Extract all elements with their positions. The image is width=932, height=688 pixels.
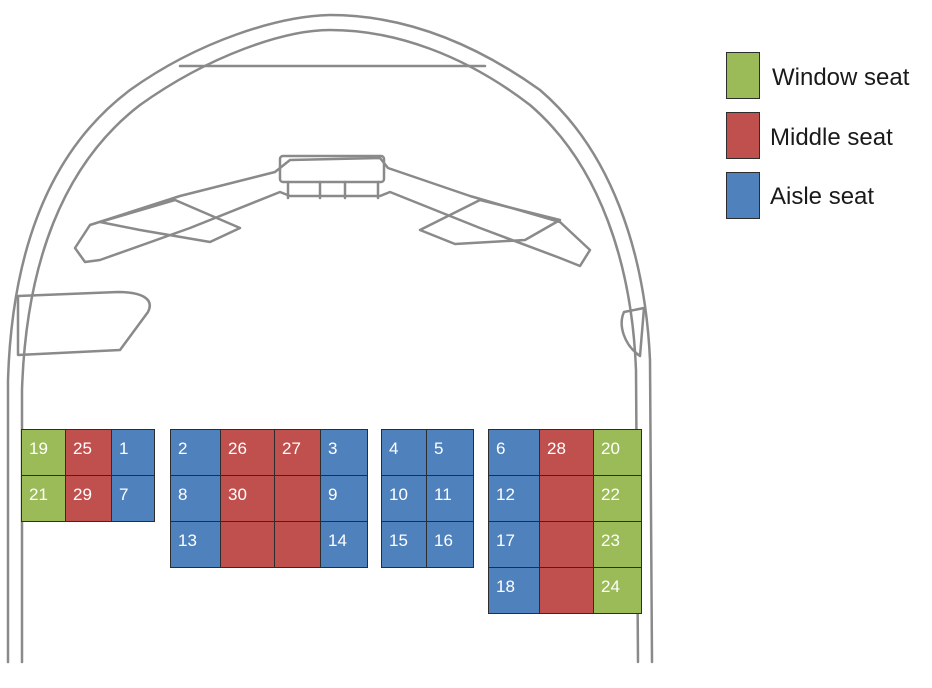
middle-seat[interactable]: [539, 475, 594, 522]
legend-label-aisle: Aisle seat: [770, 183, 875, 210]
window-seat-24[interactable]: 24: [593, 567, 642, 614]
legend-swatch-middle: [726, 112, 760, 159]
fuselage-inner-wall: [20, 28, 640, 664]
aisle-seat-8[interactable]: 8: [170, 475, 221, 522]
cockpit-panel: [73, 156, 592, 268]
legend-swatch-aisle: [726, 172, 760, 219]
middle-seat[interactable]: [539, 521, 594, 568]
middle-seat-29[interactable]: 29: [65, 475, 112, 522]
aisle-seat-4[interactable]: 4: [381, 429, 427, 476]
aisle-seat-11[interactable]: 11: [426, 475, 474, 522]
door-right: [620, 306, 646, 358]
aisle-seat-18[interactable]: 18: [488, 567, 540, 614]
cockpit-seat-right: [418, 198, 562, 246]
cockpit-seat-left: [98, 198, 242, 244]
middle-seat-27[interactable]: 27: [274, 429, 321, 476]
aisle-seat-5[interactable]: 5: [426, 429, 474, 476]
aisle-seat-9[interactable]: 9: [320, 475, 368, 522]
middle-seat[interactable]: [274, 521, 321, 568]
aisle-seat-16[interactable]: 16: [426, 521, 474, 568]
aisle-seat-10[interactable]: 10: [381, 475, 427, 522]
middle-seat[interactable]: [274, 475, 321, 522]
middle-seat-30[interactable]: 30: [220, 475, 275, 522]
window-seat-22[interactable]: 22: [593, 475, 642, 522]
aisle-seat-1[interactable]: 1: [111, 429, 155, 476]
door-left: [16, 290, 151, 357]
legend-swatch-window: [726, 52, 760, 99]
aisle-seat-6[interactable]: 6: [488, 429, 540, 476]
window-seat-21[interactable]: 21: [21, 475, 66, 522]
window-seat-20[interactable]: 20: [593, 429, 642, 476]
middle-seat-28[interactable]: 28: [539, 429, 594, 476]
fuselage-outline: [6, 13, 654, 664]
aisle-seat-7[interactable]: 7: [111, 475, 155, 522]
middle-seat-25[interactable]: 25: [65, 429, 112, 476]
middle-seat[interactable]: [539, 567, 594, 614]
window-seat-19[interactable]: 19: [21, 429, 66, 476]
window-seat-23[interactable]: 23: [593, 521, 642, 568]
aisle-seat-2[interactable]: 2: [170, 429, 221, 476]
aisle-seat-15[interactable]: 15: [381, 521, 427, 568]
middle-seat-26[interactable]: 26: [220, 429, 275, 476]
aisle-seat-17[interactable]: 17: [488, 521, 540, 568]
aisle-seat-12[interactable]: 12: [488, 475, 540, 522]
legend-label-middle: Middle seat: [770, 124, 893, 151]
aisle-seat-3[interactable]: 3: [320, 429, 368, 476]
legend-label-window: Window seat: [772, 64, 910, 91]
aisle-seat-14[interactable]: 14: [320, 521, 368, 568]
cockpit-console: [278, 154, 386, 184]
middle-seat[interactable]: [220, 521, 275, 568]
aisle-seat-13[interactable]: 13: [170, 521, 221, 568]
